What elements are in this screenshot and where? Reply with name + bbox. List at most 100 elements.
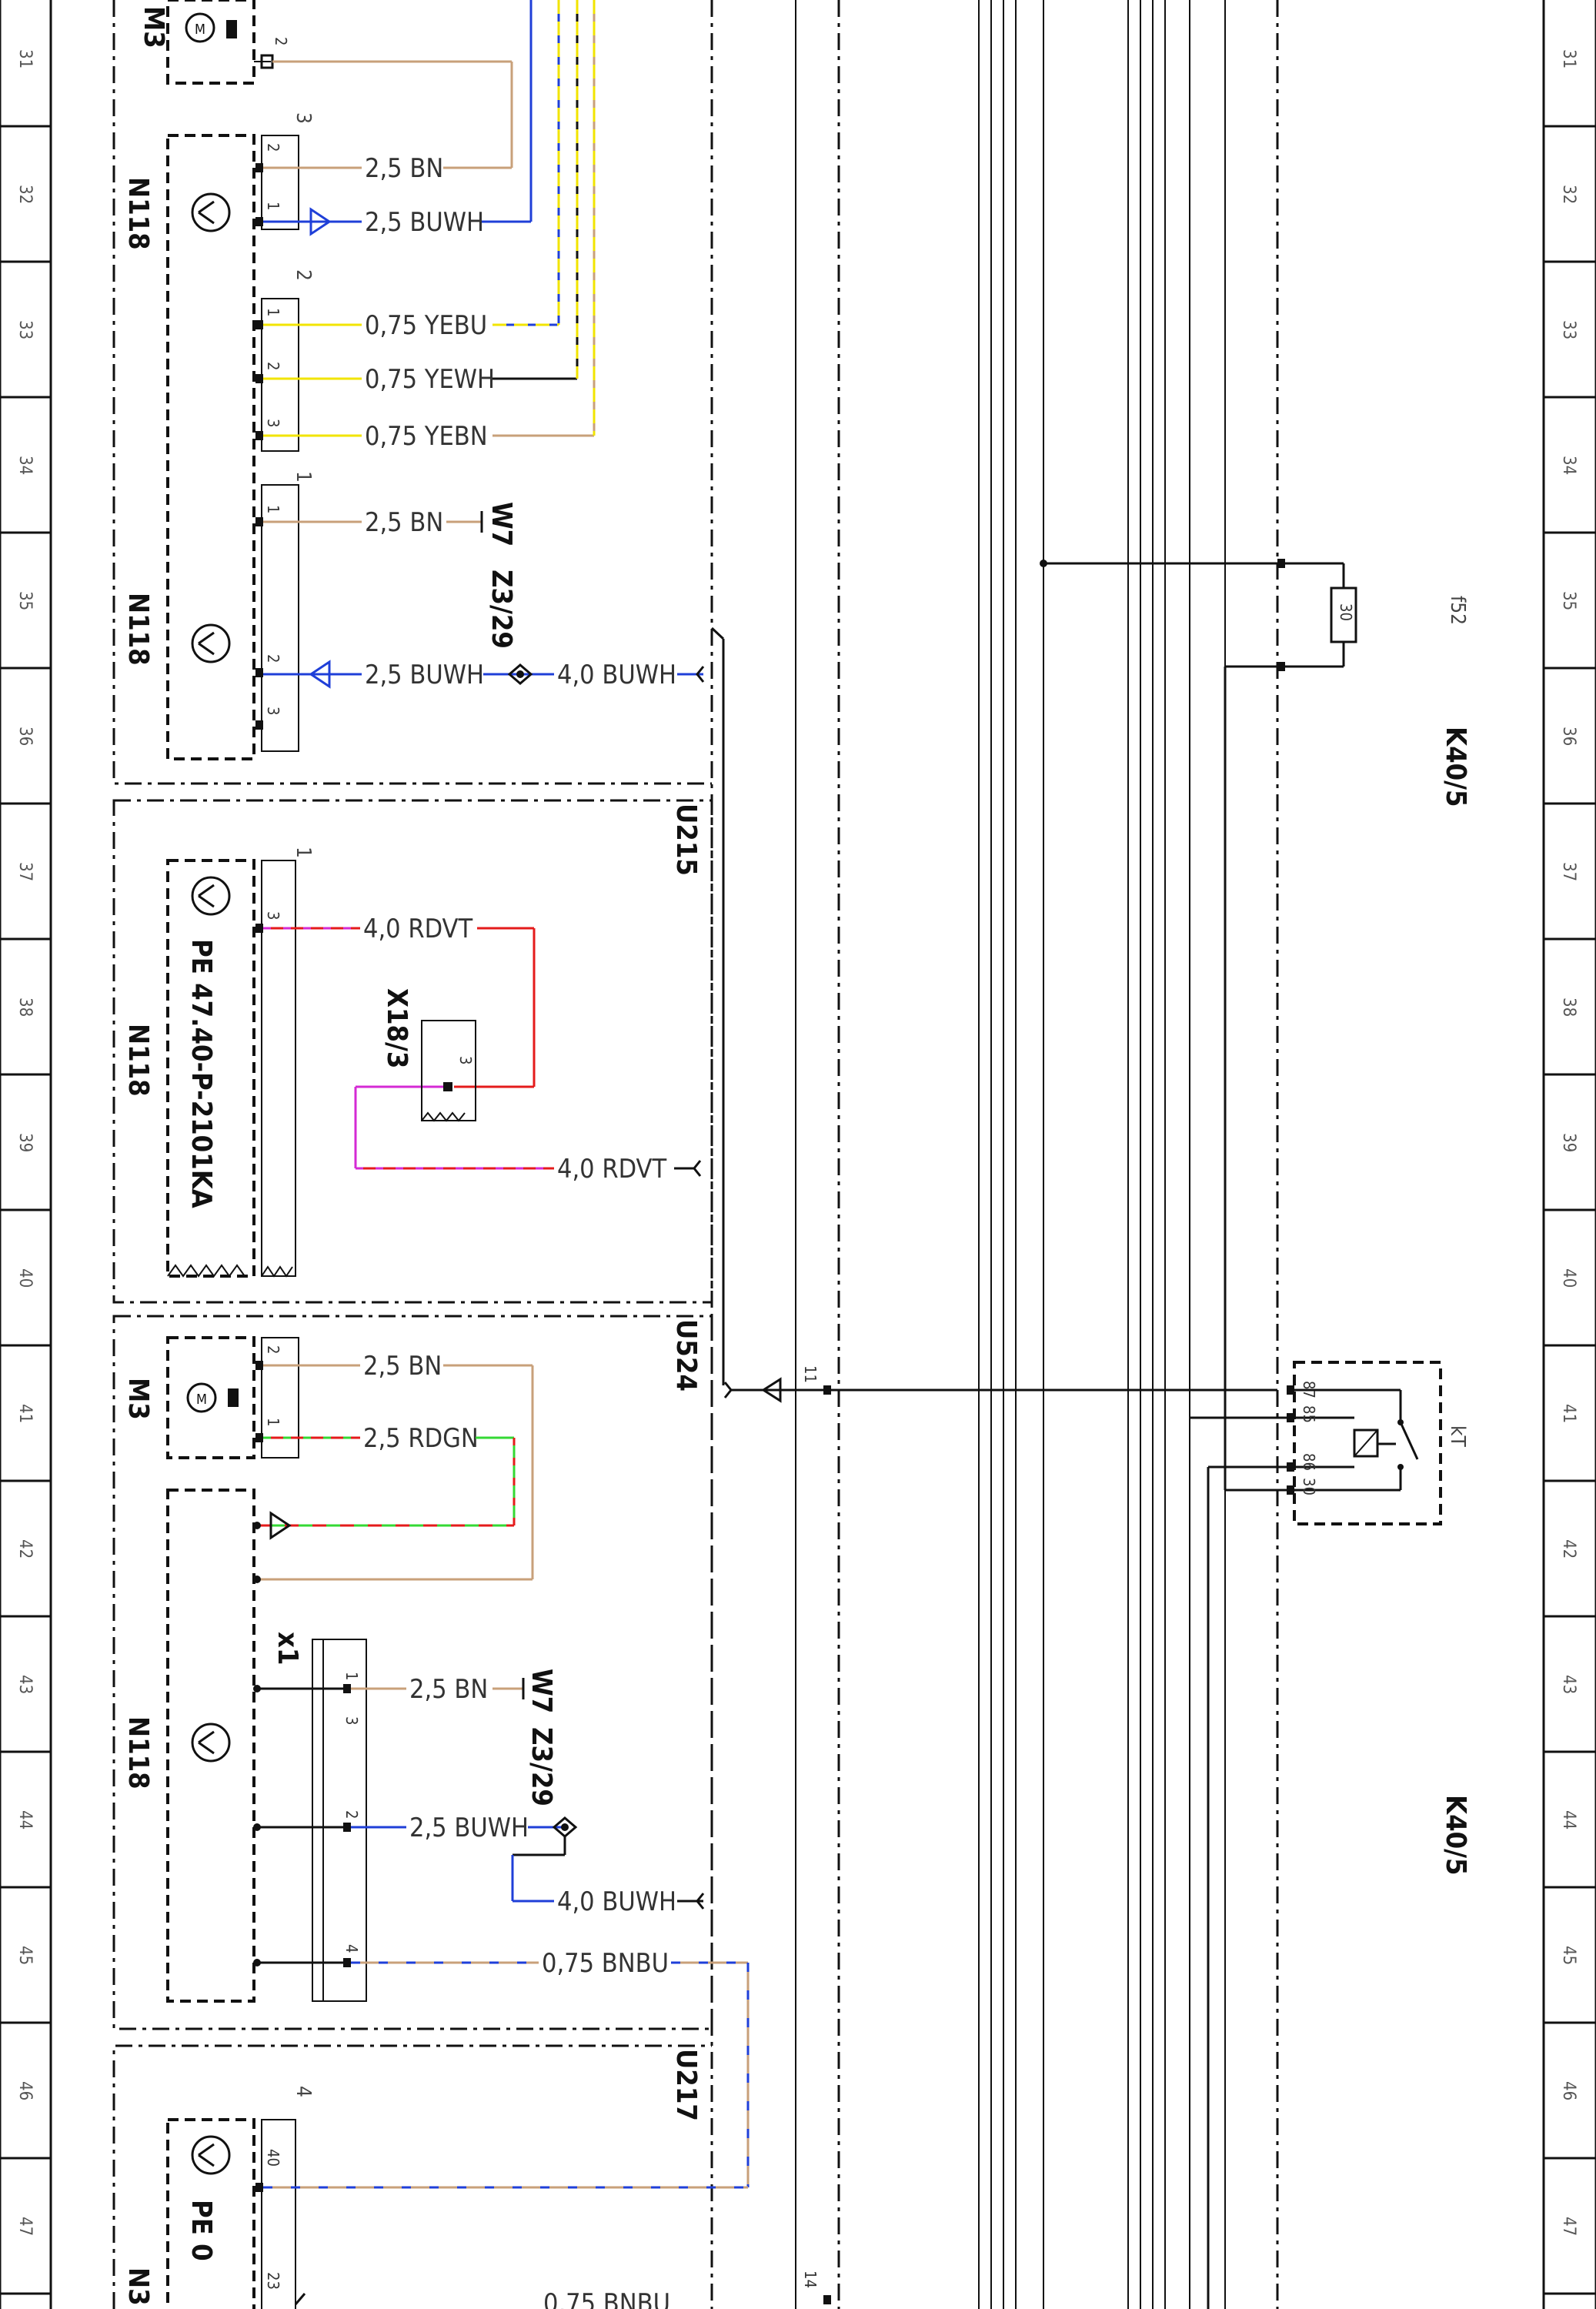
ruler-row-label: 34 [1559,456,1578,475]
wire-label: 2,5 BN [409,1674,488,1705]
z3-29-label-b: Z3/29 [526,1727,557,1806]
pin-label: 3 [264,911,282,920]
pin-label: 4 [292,2086,315,2097]
pin-label: 2 [264,1345,282,1354]
ruler-row-label: 44 [15,1810,35,1829]
ruler-row-label: 45 [15,1946,35,1965]
ruler-row-label: 33 [1559,320,1578,339]
pin-label: 23 [264,2272,282,2290]
ruler-row-label: 41 [1559,1404,1578,1423]
ruler-row-label: 31 [15,49,35,69]
u215-label: U215 [670,804,702,876]
ruler-row-label: 39 [15,1133,35,1152]
ruler-row-label: 32 [15,185,35,204]
svg-text:M: M [195,22,205,38]
k40-5-top-label: K40/5 [1440,727,1471,807]
u215-inner [166,859,296,1278]
wire-label: 2,5 BUWH [409,1813,529,1843]
relay-pin-label: 87 [1300,1381,1318,1398]
n3-box [166,2118,296,2309]
ruler-row-label: 43 [15,1675,35,1694]
pin-label: 4 [342,1944,361,1953]
wire-label: 4,0 RDVT [557,1154,666,1185]
ruler-row-label: 39 [1559,1133,1578,1152]
x18-3-label: X18/3 [381,988,412,1068]
ruler-row-label: 37 [1559,862,1578,881]
ruler-row-label: 42 [1559,1539,1578,1559]
pin-label: 3 [264,419,282,427]
x1-label: x1 [272,1632,303,1665]
k40-5-bottom-label: K40/5 [1440,1795,1471,1876]
ruler-row-label: 40 [15,1268,35,1288]
u524-label: U524 [670,1319,702,1392]
wire-label: 2,5 RDGN [363,1423,479,1454]
n118-c-label: N118 [122,1024,154,1097]
pin-label: 2 [264,362,282,370]
ruler-row-label: 46 [15,2081,35,2100]
ruler-row-label: 38 [15,997,35,1017]
pin-label: 2 [264,143,282,152]
pin-label: 1 [292,471,315,483]
relay-pin-label: 86 [1300,1453,1318,1471]
n118-a-label: N118 [122,177,154,250]
wire-label: 0,75 YEWH [365,364,495,395]
ruler-row-label: 41 [15,1404,35,1423]
wire-label: 0,75 YEBN [365,421,488,452]
n118-d-box [166,1489,367,2003]
pin-label: 1 [342,1672,361,1680]
pe-label-a: PE 47.40-P-2101KA [185,939,217,1208]
group-frames [112,0,1279,2309]
pin-label: 1 [292,847,315,858]
pin-label: 3 [342,1716,361,1725]
pin-label: 2 [272,37,290,45]
pin-label: 2 [264,654,282,663]
pin-label: 3 [292,112,315,124]
pin-label: 2 [342,1810,361,1819]
pin-label: 40 [264,2149,282,2167]
pin-label: 3 [456,1056,475,1064]
ruler-row-label: 34 [15,456,35,475]
wire-label: 0,75 BNBU [543,2288,670,2309]
w7-label-b: W7 [526,1669,557,1713]
ruler-row-label: 45 [1559,1946,1578,1965]
ruler-row-label: 36 [1559,727,1578,746]
pin-label: 14 [801,2271,820,2288]
bus-lines [795,0,1226,2309]
ruler-row-label: 35 [1559,591,1578,610]
wire-label: 2,5 BN [365,507,443,538]
fuse-value: 30 [1337,603,1355,621]
kt-label: kT [1446,1425,1469,1448]
ruler-row-label: 36 [15,727,35,746]
pe-label-b: PE 0 [185,2200,217,2261]
pin-label: 1 [264,308,282,316]
wire-label: 2,5 BUWH [365,660,484,690]
ruler-row-label: 47 [1559,2217,1578,2236]
ruler-row-label: 47 [15,2217,35,2236]
wire-label: 2,5 BN [365,153,443,184]
m3-top-label: M3 [138,6,169,48]
ruler-row-label: 35 [15,591,35,610]
w7-label: W7 [486,502,517,546]
wire-label: 2,5 BN [363,1351,442,1382]
ruler-row-label: 46 [1559,2081,1578,2100]
wire-label: 0,75 BNBU [542,1948,669,1979]
connectors [255,163,263,730]
wire-label: 4,0 BUWH [557,660,676,690]
pin-label: 2 [292,269,315,281]
ruler-row-label: 42 [15,1539,35,1559]
pin-label: 11 [801,1365,820,1383]
ruler-row-label: 33 [15,320,35,339]
relay-pin-label: 85 [1300,1405,1318,1423]
z3-29-label: Z3/29 [486,570,517,649]
f52-label: f52 [1446,596,1469,625]
pin-label: 1 [264,505,282,513]
ruler-row-label: 43 [1559,1675,1578,1694]
m3-mid-label: M3 [122,1378,154,1420]
ruler-row-label: 44 [1559,1810,1578,1829]
m3-top-box: M [166,0,274,85]
pin-label: 3 [264,707,282,715]
n3-label: N3 [122,2267,154,2306]
relay-kt [1287,1361,1442,1525]
